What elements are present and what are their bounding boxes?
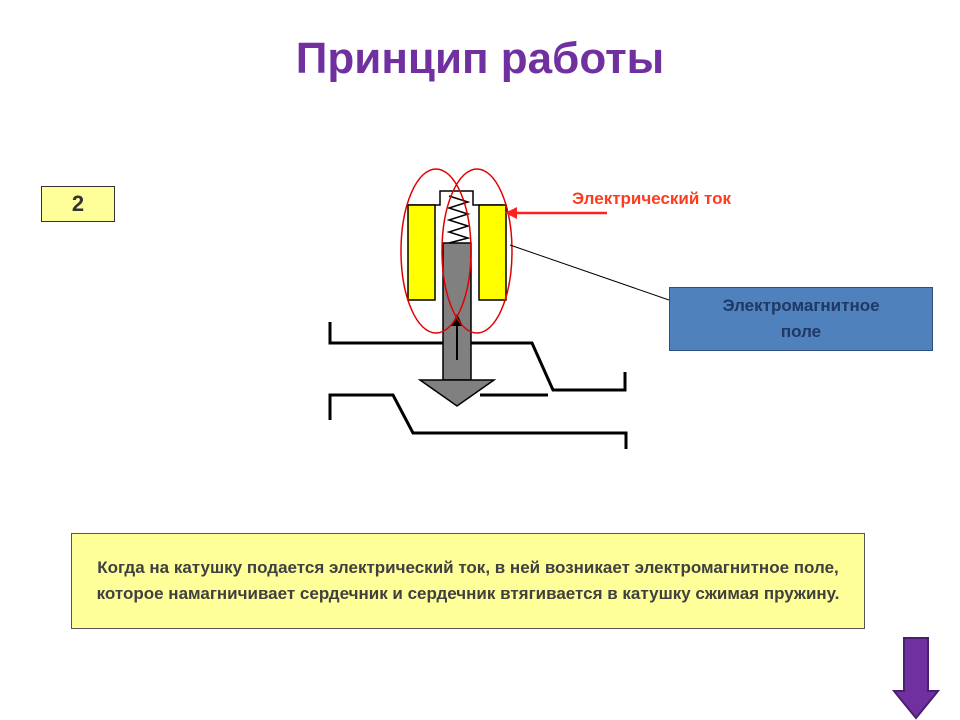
coil-left xyxy=(407,204,436,301)
current-arrowhead xyxy=(505,207,517,219)
current-label: Электрический ток xyxy=(572,189,732,208)
valve-lower-left-wall xyxy=(328,393,628,449)
slide-title: Принцип работы xyxy=(295,34,665,83)
arrow-down-icon[interactable] xyxy=(891,636,941,720)
spring xyxy=(446,195,471,244)
valve-upper-left-wall xyxy=(328,322,445,345)
field-ellipse-right xyxy=(441,168,513,334)
core-valve-head xyxy=(417,379,497,407)
field-label: Электромагнитное поле xyxy=(722,296,880,341)
field-callout-line xyxy=(509,244,670,301)
coil-right xyxy=(478,204,507,301)
field-label-box: Электромагнитное поле xyxy=(669,287,933,351)
description-box: Когда на катушку подается электрический … xyxy=(71,533,865,629)
valve-body xyxy=(328,322,628,449)
description-text: Когда на катушку подается электрический … xyxy=(96,558,840,603)
step-number-badge: 2 xyxy=(41,186,115,222)
field-ellipse-left xyxy=(400,168,472,334)
valve-upper-right-wall xyxy=(470,341,627,392)
